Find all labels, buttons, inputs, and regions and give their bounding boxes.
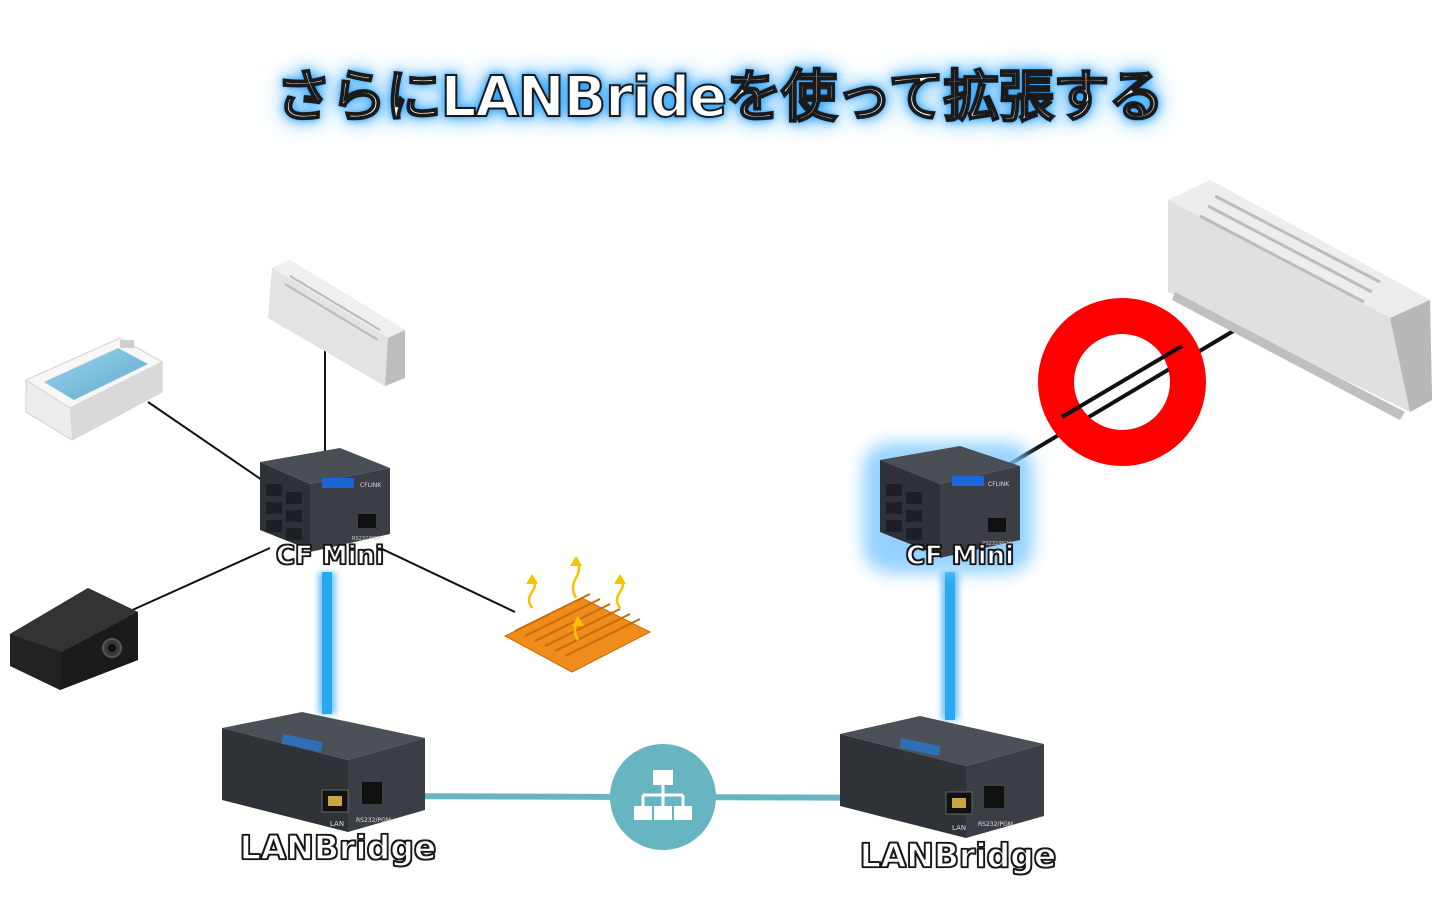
- link-cf-right-to-lanbridge-right: [941, 572, 959, 720]
- cf-mini-right-port: RS232/PGM: [982, 541, 1011, 547]
- lanbridge-left-rs-port: RS232/PGM: [356, 817, 391, 824]
- lanbridge-right-device: LAN RS232/PGM: [840, 716, 1044, 838]
- cf-mini-left-label: CF Mini: [275, 540, 385, 572]
- cf-mini-left-brand: CFLINK: [360, 482, 382, 489]
- cf-mini-right-brand: CFLINK: [988, 481, 1010, 488]
- ok-circle-icon: [1038, 298, 1206, 466]
- cf-mini-left-device: CFLINK RS232/PGM: [260, 448, 390, 552]
- air-conditioner-large-icon: [1008, 180, 1432, 466]
- network-hub-icon: [610, 744, 716, 850]
- wire-lines: [127, 350, 516, 613]
- bathtub-icon: [24, 337, 164, 441]
- cf-mini-right-device: CFLINK RS232/PGM: [868, 446, 1028, 568]
- lanbridge-right-lan-port: LAN: [952, 824, 966, 832]
- air-conditioner-icon: [268, 260, 405, 386]
- page-title: さらにLANBrideを使って拡張する: [275, 64, 1166, 131]
- lanbridge-left-label: LANBridge: [239, 827, 437, 868]
- projector-icon: [10, 588, 138, 690]
- lanbridge-right-rs-port: RS232/PGM: [978, 821, 1013, 828]
- floor-heater-icon: [503, 556, 652, 673]
- cf-mini-right-label: CF Mini: [905, 540, 1015, 572]
- lanbridge-right-label: LANBridge: [859, 835, 1057, 876]
- cf-mini-left-port: RS232/PGM: [352, 536, 381, 542]
- lanbridge-left-device: LAN RS232/PGM: [222, 712, 425, 832]
- link-cf-left-to-lanbridge-left: [318, 572, 336, 714]
- lanbridge-left-lan-port: LAN: [330, 820, 344, 828]
